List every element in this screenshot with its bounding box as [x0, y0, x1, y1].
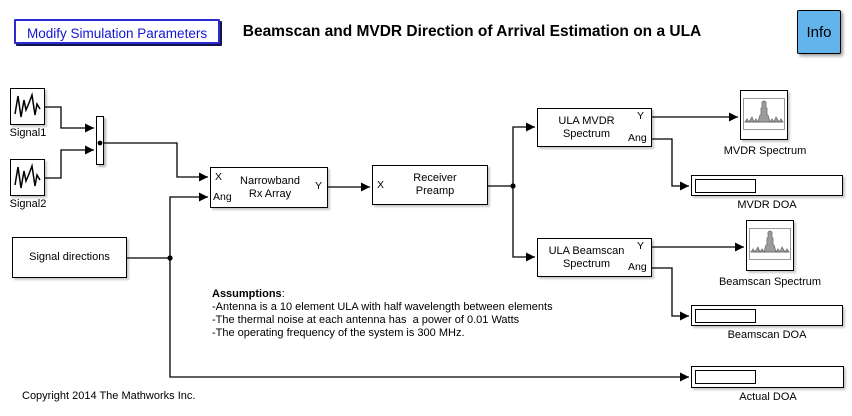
actual-doa-display-block[interactable]: [691, 366, 844, 388]
mvdr-spectrum-scope-label: MVDR Spectrum: [723, 145, 807, 157]
wire-signal1-to-mux: [45, 106, 94, 133]
spectrum-plot-icon: [749, 228, 791, 260]
mvdr-doa-label: MVDR DOA: [737, 199, 797, 211]
signal1-source-block[interactable]: [10, 88, 45, 125]
wire-junction-to-narrowband-ang: [169, 192, 208, 258]
assumption-line: -Antenna is a 10 element ULA with half w…: [212, 301, 553, 313]
wire-junction-to-ula-mvdr: [512, 122, 535, 186]
ula-mvdr-spectrum-block[interactable]: ULA MVDR Spectrum: [537, 108, 652, 147]
ula-beamscan-label-line1: ULA Beamscan: [548, 244, 625, 257]
modify-simulation-parameters-button[interactable]: Modify Simulation Parameters: [14, 19, 221, 44]
ula-beamscan-label-line2: Spectrum: [562, 257, 611, 270]
beamscan-doa-display-block[interactable]: [691, 305, 843, 326]
mux-block[interactable]: [96, 116, 104, 165]
wire-beamscan-ang-to-doa: [652, 267, 689, 321]
signal1-label: Signal1: [9, 127, 47, 139]
wire-mvdr-ang-to-doa: [652, 138, 689, 191]
ula-beamscan-port-y: Y: [637, 240, 645, 252]
spectrum-plot-icon: [743, 98, 785, 130]
display-value-field: [695, 309, 756, 323]
assumptions-annotation: Assumptions: -Antenna is a 10 element UL…: [212, 288, 553, 340]
receiver-preamp-block[interactable]: Receiver Preamp: [372, 165, 488, 205]
wire-junction-dot: [167, 255, 173, 261]
info-button[interactable]: Info: [797, 10, 841, 54]
wire-junction-dot: [510, 183, 516, 189]
model-title: Beamscan and MVDR Direction of Arrival E…: [242, 23, 702, 40]
mvdr-spectrum-scope-block[interactable]: [740, 90, 788, 140]
beamscan-spectrum-scope-block[interactable]: [746, 220, 794, 271]
assumptions-colon: :: [281, 288, 285, 300]
narrowband-port-ang: Ang: [213, 191, 232, 203]
signal2-source-block[interactable]: [10, 159, 45, 196]
ula-mvdr-label-line2: Spectrum: [562, 127, 611, 140]
waveform-icon: [14, 92, 41, 118]
wire-junction-to-ula-beamscan: [512, 186, 535, 262]
ula-beamscan-port-ang: Ang: [628, 261, 647, 273]
display-value-field: [695, 179, 756, 193]
ula-mvdr-port-y: Y: [637, 110, 645, 122]
beamscan-doa-label: Beamscan DOA: [727, 329, 807, 341]
narrowband-port-x: X: [215, 171, 223, 183]
receiver-label-line1: Receiver: [413, 172, 457, 184]
receiver-label-line2: Preamp: [415, 185, 455, 197]
assumption-line: -The thermal noise at each antenna has a…: [212, 314, 520, 326]
actual-doa-label: Actual DOA: [739, 391, 797, 403]
wire-mux-to-narrowband-x: [104, 142, 208, 182]
waveform-icon: [14, 163, 41, 189]
copyright-annotation: Copyright 2014 The Mathworks Inc.: [22, 390, 196, 402]
narrowband-rx-array-block[interactable]: Narrowband Rx Array: [210, 167, 328, 208]
beamscan-spectrum-scope-label: Beamscan Spectrum: [718, 276, 822, 288]
narrowband-port-y: Y: [315, 180, 323, 192]
ula-mvdr-label-line1: ULA MVDR: [558, 114, 615, 127]
signal-directions-label: Signal directions: [29, 251, 110, 263]
signal-directions-block[interactable]: Signal directions: [12, 237, 127, 278]
receiver-port-x: X: [377, 179, 385, 191]
narrowband-label-line2: Rx Array: [248, 187, 292, 200]
ula-mvdr-port-ang: Ang: [628, 132, 647, 144]
signal2-label: Signal2: [9, 198, 47, 210]
assumption-line: -The operating frequency of the system i…: [212, 327, 465, 339]
display-value-field: [695, 370, 756, 384]
wire-signal2-to-mux: [45, 145, 94, 179]
mvdr-doa-display-block[interactable]: [691, 175, 843, 196]
assumptions-title: Assumptions: [212, 288, 282, 300]
narrowband-label-line1: Narrowband: [240, 174, 300, 187]
